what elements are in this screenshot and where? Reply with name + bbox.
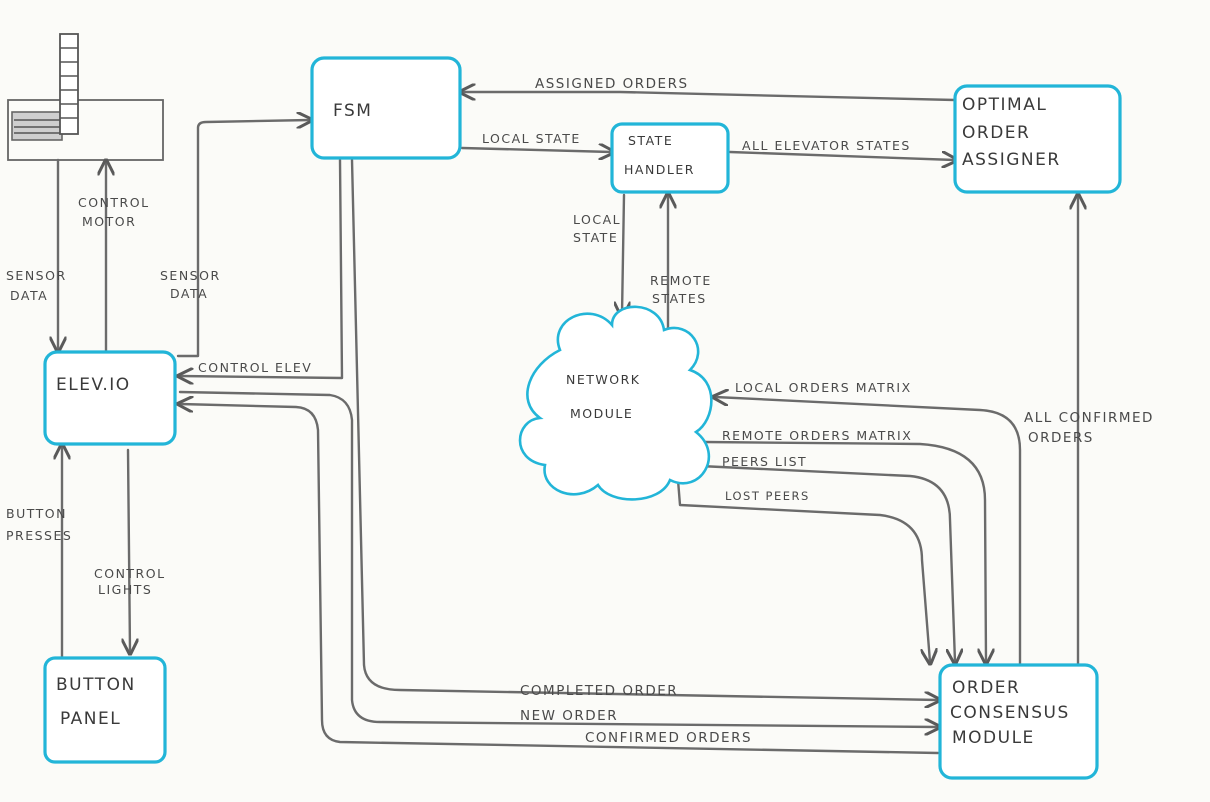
edge-sensor-data-right (176, 120, 310, 358)
edge-labels: ASSIGNED ORDERS LOCAL STATE ALL ELEVATOR… (6, 76, 1160, 746)
node-elev-io-label: ELEV.IO (56, 375, 131, 395)
node-button-panel-line: BUTTON (56, 675, 136, 695)
label-sensor-data-right: SENSOR DATA (160, 268, 226, 301)
node-order-consensus-line: ORDER (952, 678, 1020, 698)
label-remote-states: REMOTE STATES (650, 273, 717, 306)
node-optimal-line: ORDER (962, 123, 1030, 143)
edge-new-order (178, 390, 938, 727)
node-button-panel-line: PANEL (60, 709, 121, 729)
edge-completed-order (350, 158, 938, 700)
node-order-consensus-line: CONSENSUS (950, 703, 1070, 723)
label-button-presses: BUTTON PRESSES (6, 506, 72, 543)
label-control-lights: CONTROL LIGHTS (94, 566, 171, 597)
label-local-state-net: LOCAL STATE (573, 212, 627, 245)
node-state-handler-line: STATE (628, 133, 673, 148)
edge-control-elev (180, 158, 344, 378)
node-fsm-line: FSM (333, 101, 372, 121)
label-completed-order: COMPLETED ORDER (520, 683, 678, 699)
label-lost-peers: LOST PEERS (725, 489, 810, 503)
label-peers-list: PEERS LIST (722, 454, 807, 469)
edge-lost-peers (676, 478, 930, 662)
node-elev-io-line: ELEV.IO (56, 375, 131, 395)
edge-confirmed-orders (180, 404, 940, 755)
label-control-elev: CONTROL ELEV (198, 360, 312, 375)
label-all-confirmed-orders: ALL CONFIRMED ORDERS (1024, 410, 1160, 446)
node-order-consensus-line: MODULE (952, 728, 1035, 748)
edge-local-state-fsm (460, 148, 612, 152)
label-local-state-fsm: LOCAL STATE (482, 131, 581, 146)
label-new-order: NEW ORDER (520, 708, 618, 724)
edge-all-elevator-states (728, 150, 955, 160)
node-state-handler-line: HANDLER (624, 162, 695, 177)
edges (58, 92, 1078, 755)
edge-local-orders-matrix (715, 397, 1022, 667)
node-state-handler-label: STATE HANDLER (624, 133, 695, 177)
edge-control-lights (128, 448, 130, 652)
node-order-consensus-label: ORDER CONSENSUS MODULE (950, 678, 1077, 748)
node-network-line: NETWORK (566, 372, 640, 387)
label-control-motor: CONTROL MOTOR (78, 195, 155, 229)
node-fsm-label: FSM (333, 101, 372, 121)
edge-remote-orders-matrix (703, 440, 986, 662)
node-button-panel: BUTTON PANEL (43, 656, 167, 764)
node-network-module: NETWORK MODULE (518, 305, 713, 501)
node-optimal-line: ASSIGNER (962, 150, 1061, 170)
label-remote-orders-matrix: REMOTE ORDERS MATRIX (722, 428, 912, 443)
elevator-motor-icon (7, 33, 164, 161)
edge-assigned-orders (462, 92, 957, 102)
label-all-elevator-states: ALL ELEVATOR STATES (742, 138, 911, 153)
label-sensor-data-left: SENSOR DATA (6, 268, 72, 303)
label-confirmed-orders: CONFIRMED ORDERS (585, 730, 752, 746)
node-button-panel-label: BUTTON PANEL (56, 675, 143, 729)
node-state-handler: STATE HANDLER (610, 122, 730, 194)
edge-peers-list (698, 464, 955, 662)
node-network-module-label: NETWORK MODULE (566, 372, 646, 421)
node-order-consensus-module: ORDER CONSENSUS MODULE (938, 663, 1099, 780)
node-fsm: FSM (310, 56, 462, 160)
label-local-orders-matrix: LOCAL ORDERS MATRIX (735, 380, 912, 395)
edge-local-state-net (622, 193, 624, 315)
node-optimal-order-assigner: OPTIMAL ORDER ASSIGNER (953, 84, 1122, 194)
node-optimal-order-assigner-label: OPTIMAL ORDER ASSIGNER (962, 95, 1061, 170)
node-elev-io: ELEV.IO (43, 350, 177, 446)
label-assigned-orders: ASSIGNED ORDERS (535, 76, 689, 92)
node-optimal-line: OPTIMAL (962, 95, 1047, 115)
node-network-line: MODULE (570, 406, 633, 421)
